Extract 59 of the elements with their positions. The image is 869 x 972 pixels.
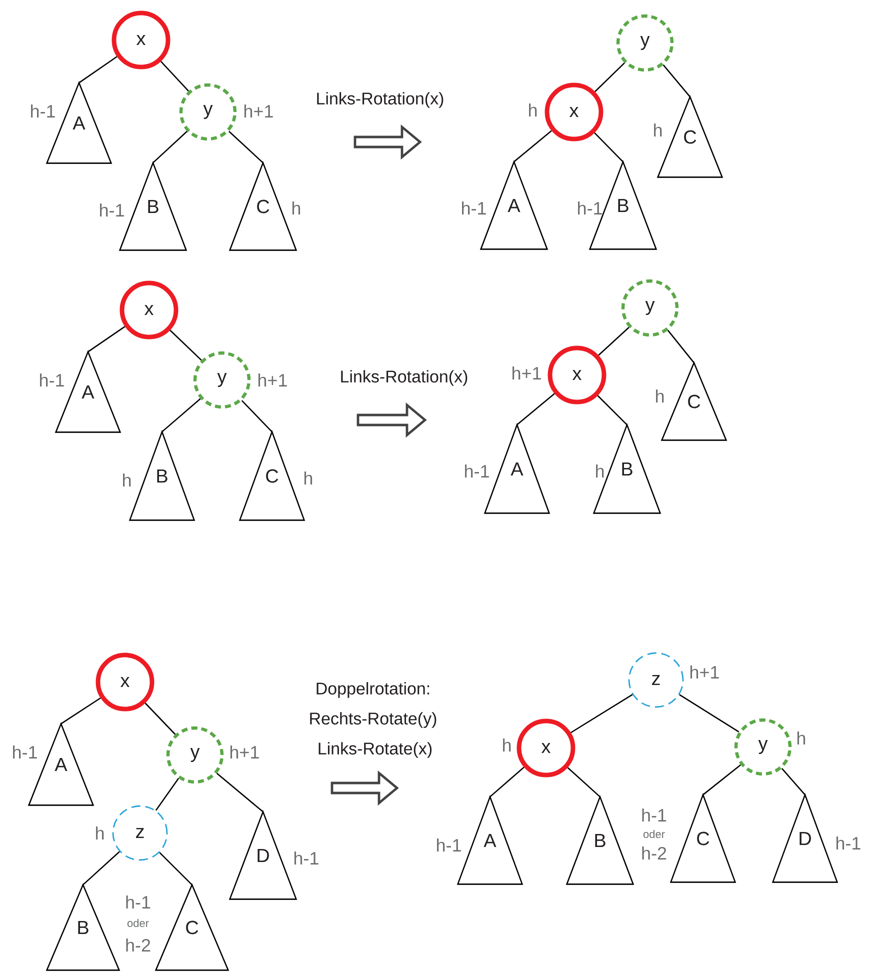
height-label: h-1 [126,895,150,909]
rotation-label: Links-Rotation(x) [341,370,468,386]
height-label: h [292,201,300,215]
height-label: oder [127,918,149,928]
height-label: h [797,731,806,745]
tree-edge [88,326,126,352]
rotation-label: Links-Rotation(x) [317,92,444,108]
tree-edge [160,60,189,92]
rotation-label: Rechts-Rotate(y) [310,712,436,728]
tree-edge [241,400,272,432]
tree-edge [597,395,628,426]
height-label: h [304,471,312,485]
tree-edge [679,694,740,732]
tree-edge [155,778,180,811]
height-label: h-1 [836,836,860,850]
height-label: h-1 [31,104,55,118]
height-label: h-1 [642,808,666,822]
height-label: h-2 [126,938,150,952]
tree-edge [144,702,176,735]
tree-edge [702,764,742,796]
tree-edge [228,130,264,164]
height-label: h-1 [462,201,486,215]
tree-edge [514,130,552,162]
height-label: h+1 [512,366,541,380]
height-label: h-2 [642,846,666,860]
height-label: h [596,464,604,478]
height-label: h [529,103,537,117]
height-label: h-1 [578,201,602,215]
rotation-label: Doppelrotation: [316,682,430,698]
height-label: h+1 [244,104,273,118]
tree-edge [667,330,694,364]
tree-edge [490,766,524,798]
height-label: oder [643,830,665,838]
tree-edge [60,697,101,724]
tree-edge [159,852,192,886]
tree-edge [170,330,202,361]
tree-edge [598,326,630,356]
tree-edge [216,772,264,812]
tree-edge [567,767,600,798]
height-label: h+1 [230,745,259,759]
tree-edge [162,398,201,432]
height-label: h [123,473,131,487]
height-label: h [503,738,511,752]
height-label: h+1 [258,373,287,387]
tree-edge [82,851,120,886]
height-label: h-1 [40,373,64,387]
height-label: h+1 [690,665,719,679]
tree-edge [781,768,806,796]
tree-edge [152,130,188,164]
height-label: h [654,123,662,137]
height-label: h [96,826,104,840]
tree-edge [594,62,625,92]
height-label: h-1 [13,745,37,759]
tree-edge [78,56,118,84]
tree-edge [662,64,690,98]
tree-edge [570,694,633,734]
tree-edge [594,132,624,162]
rotation-label: Links-Rotate(x) [318,742,432,758]
tree-edge [516,393,555,426]
